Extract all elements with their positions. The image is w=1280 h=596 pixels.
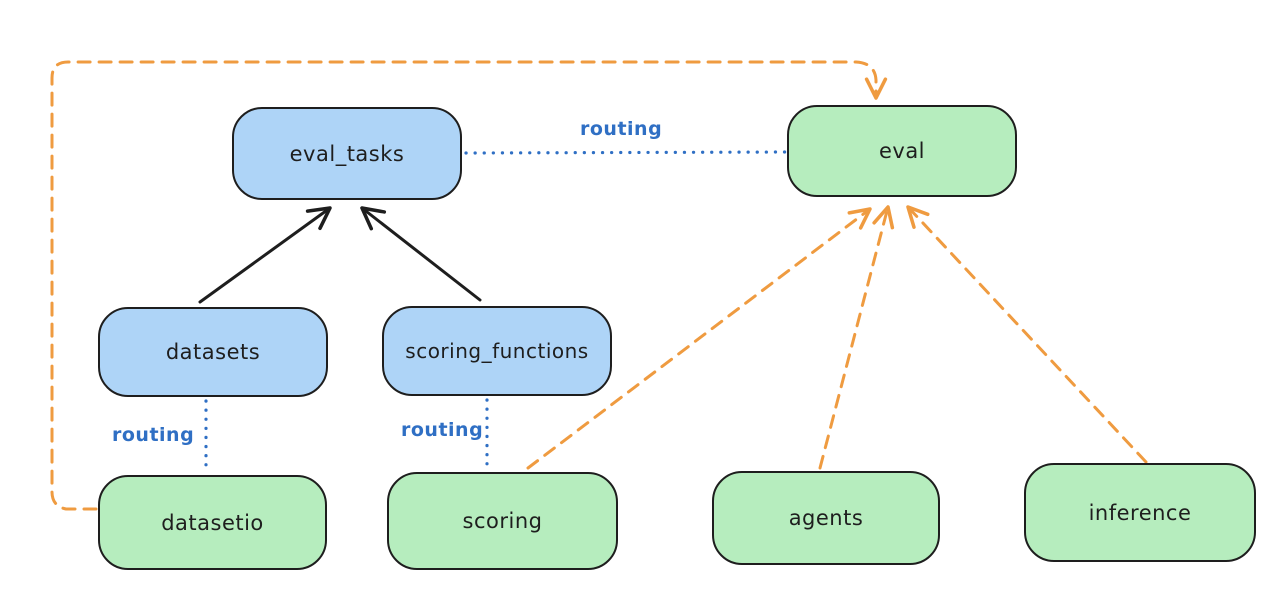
routing-label-datasets-datasetio: routing xyxy=(112,424,195,446)
node-datasetio: datasetio xyxy=(98,475,327,570)
node-scoring-label: scoring xyxy=(462,509,543,533)
node-datasets: datasets xyxy=(98,307,328,397)
node-agents-label: agents xyxy=(788,506,864,530)
edge-agents-to-eval xyxy=(818,205,895,470)
node-eval-label: eval xyxy=(878,139,926,163)
edge-scoring-functions-to-eval-tasks xyxy=(360,206,482,302)
edge-inference-to-eval xyxy=(906,205,1148,464)
node-inference-label: inference xyxy=(1088,500,1192,525)
node-datasets-label: datasets xyxy=(165,340,261,364)
node-datasetio-label: datasetio xyxy=(161,510,264,535)
edge-datasetio-to-eval xyxy=(50,60,888,511)
node-inference: inference xyxy=(1024,463,1256,562)
node-eval-tasks: eval_tasks xyxy=(232,107,462,200)
node-eval-tasks-label: eval_tasks xyxy=(289,141,405,166)
edge-datasets-to-eval-tasks xyxy=(198,206,332,304)
node-scoring-functions: scoring_functions xyxy=(382,306,612,396)
node-agents: agents xyxy=(712,471,940,565)
edge-scoring-to-eval xyxy=(526,207,872,470)
node-eval: eval xyxy=(787,105,1017,197)
node-scoring-functions-label: scoring_functions xyxy=(405,339,589,363)
routing-label-eval-tasks-eval: routing xyxy=(580,118,663,140)
routing-label-scoring-functions-scoring: routing xyxy=(401,419,484,441)
node-scoring: scoring xyxy=(387,472,618,570)
edge-eval-tasks-to-eval-routing xyxy=(464,150,788,155)
